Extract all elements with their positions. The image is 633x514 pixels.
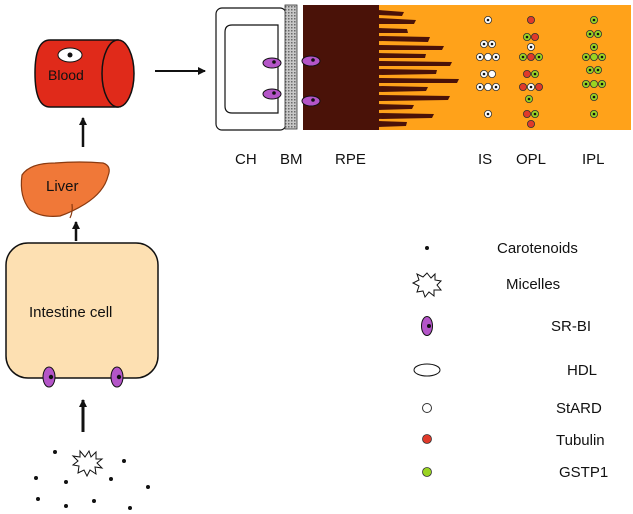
retina-label-opl: OPL [516,151,547,168]
blood-label: Blood [48,67,84,83]
srbi-icon [421,316,433,336]
rpe-processes [378,10,459,127]
retina-label-bm: BM [280,151,303,168]
retina-label-ipl: IPL [582,151,605,168]
blood-vessel [34,39,135,108]
ipl-carotenoid-dots [584,18,604,116]
liver-label: Liver [46,178,79,195]
srbi-receptor-bm-4 [301,95,321,107]
retina-layers [303,5,631,130]
lumen-micelle [71,449,104,478]
srbi-receptor-intestine-left [42,366,56,388]
srbi-receptor-bm-2 [301,55,321,67]
legend-label-hdl: HDL [567,362,598,379]
srbi-receptor-bm-3 [262,88,282,100]
srbi-receptor-intestine-right [110,366,124,388]
intestine-label: Intestine cell [29,304,113,321]
choroid-region [215,7,287,131]
legend-label-srbi: SR-BI [551,318,592,335]
intestine-cell [5,242,159,379]
ipl-proteins [582,15,607,119]
legend-label-micelles: Micelles [506,276,561,293]
white-circle-icon [422,403,432,413]
retina-label-rpe: RPE [335,151,366,168]
legend-label-carotenoids: Carotenoids [497,240,578,257]
legend-label-tubulin: Tubulin [556,432,605,449]
retina-label-is: IS [478,151,493,168]
dot-icon [425,246,429,250]
bruchs-membrane [284,4,298,130]
micelle-icon [411,272,443,299]
blood-cell-icon [57,47,83,63]
liver-organ [20,161,110,219]
srbi-receptor-bm-1 [262,57,282,69]
retina-label-ch: CH [235,151,257,168]
hdl-icon [413,363,441,377]
green-circle-icon [422,467,432,477]
legend-label-stard: StARD [556,400,602,417]
legend-label-gstp1: GSTP1 [559,464,609,481]
lumen-carotenoid-dots [34,450,150,510]
legend-icons [411,246,443,477]
is-carotenoid-dots [478,18,498,116]
opl-carotenoid-dots [521,35,541,116]
red-circle-icon [422,434,432,444]
